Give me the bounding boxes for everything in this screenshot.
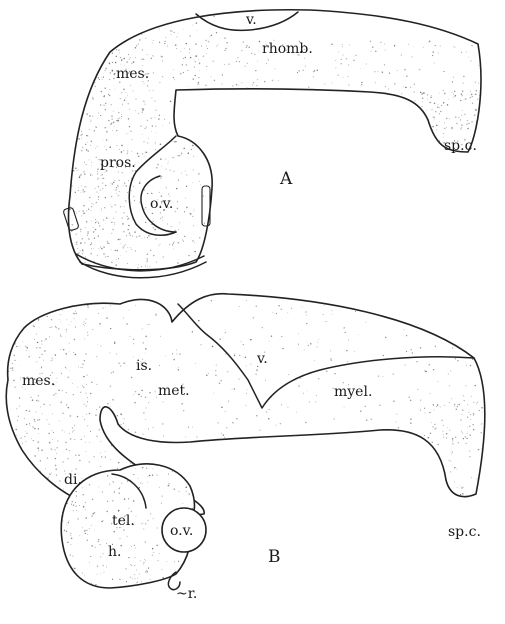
figure-b-letter: B [268, 547, 281, 567]
figure-b: mes. is. met. v. myel. di. tel. o.v. h. … [6, 294, 491, 602]
figure-b-label-spc: sp.c. [448, 524, 481, 540]
figure-b-label-v: v. [256, 351, 268, 367]
figure-a-label-v: v. [245, 12, 257, 28]
figure-b-label-di: di. [64, 472, 82, 488]
figure-b-label-met: met. [158, 383, 190, 399]
figure-a-label-pros: pros. [100, 155, 136, 171]
figure-a-label-spc: sp.c. [444, 138, 477, 154]
figure-a-label-mes: mes. [116, 66, 149, 82]
figure-b-label-is: is. [136, 358, 152, 374]
figure-b-label-mes: mes. [22, 373, 55, 389]
figure-a: v. rhomb. mes. pros. o.v. sp.c. A [63, 10, 481, 278]
figure-b-label-tel: tel. [112, 513, 135, 529]
figure-a-label-ov: o.v. [150, 196, 173, 212]
figure-b-label-h: h. [108, 544, 121, 560]
figure-b-label-myel: myel. [334, 384, 372, 400]
figure-a-label-rhomb: rhomb. [262, 41, 313, 57]
figure-a-letter: A [279, 169, 293, 189]
figure-b-label-ov: o.v. [170, 523, 193, 539]
figure-b-label-r: ~r. [176, 586, 197, 602]
